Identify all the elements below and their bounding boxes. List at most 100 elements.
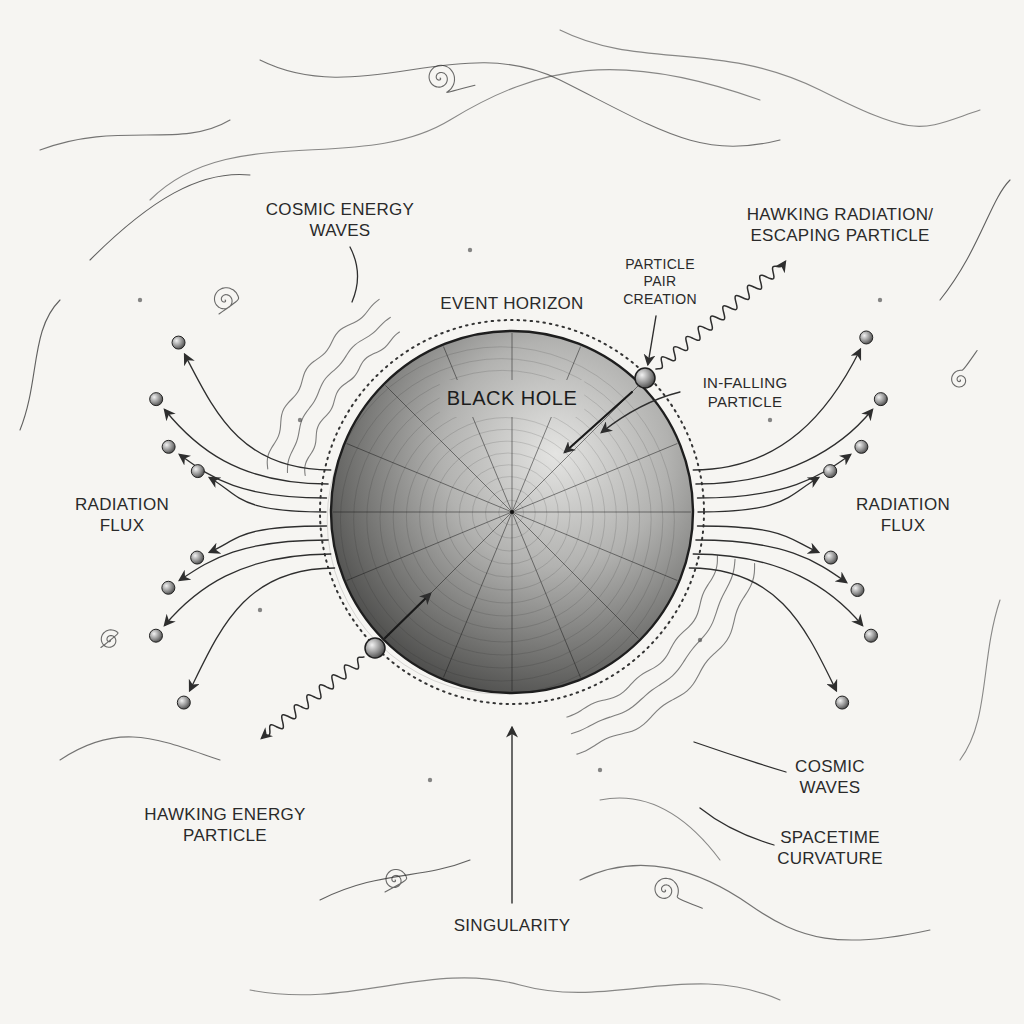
leader-line: [602, 392, 680, 432]
label-box: RADIATION FLUX: [844, 494, 962, 537]
label-box: HAWKING ENERGY PARTICLE: [135, 804, 315, 847]
flux-line: [165, 410, 328, 484]
cosmic-waves: [20, 30, 1010, 1000]
flux-particle: [191, 465, 204, 478]
flux-line: [689, 568, 836, 690]
event-horizon-ring: [320, 320, 704, 704]
flux-line: [696, 410, 872, 484]
flux-particle: [855, 440, 868, 453]
flow-line: [600, 798, 720, 860]
radiation-flux: [149, 331, 887, 709]
flux-particle: [177, 696, 190, 709]
label-box: IN-FALLING PARTICLE: [686, 374, 804, 412]
flux-particle: [172, 336, 185, 349]
flux-particle: [191, 551, 204, 564]
annotation-label: COSMIC ENERGY WAVES: [250, 199, 430, 242]
speck: [698, 638, 702, 642]
label-box: COSMIC ENERGY WAVES: [250, 199, 430, 242]
label-box: HAWKING RADIATION/ ESCAPING PARTICLE: [723, 204, 958, 247]
label-box: RADIATION FLUX: [63, 494, 181, 537]
leader-line: [694, 742, 786, 772]
flux-particle: [150, 393, 163, 406]
flow-line: [960, 600, 1000, 760]
spiral-swirl: [952, 350, 977, 386]
spiral-swirl: [385, 870, 407, 892]
flow-line: [560, 30, 980, 126]
annotation-label: SPACETIME CURVATURE: [765, 827, 895, 870]
hawking-particle: [635, 368, 655, 388]
annotation-label: RADIATION FLUX: [63, 494, 181, 537]
black-hole-sphere: BLACK HOLE: [330, 330, 694, 694]
annotation-label: EVENT HORIZON: [412, 293, 612, 314]
sphere-outline: [330, 330, 694, 694]
leader-line: [511, 728, 512, 903]
particle-overlay: [262, 262, 785, 903]
spiral-swirl: [214, 288, 238, 314]
node-title: BLACK HOLE: [447, 386, 578, 411]
flux-line: [697, 455, 850, 498]
speck: [138, 298, 142, 302]
flux-line: [698, 478, 818, 512]
label-box: PARTICLE PAIR CREATION: [614, 256, 706, 309]
spiral-swirl: [429, 65, 475, 92]
flow-line: [260, 60, 780, 146]
flux-particle: [824, 551, 837, 564]
flux-line: [185, 355, 331, 470]
flux-particle: [162, 440, 175, 453]
speck: [878, 298, 882, 302]
flow-line: [940, 180, 1010, 300]
speck: [298, 418, 302, 422]
flow-line: [60, 737, 220, 760]
flow-line: [580, 865, 930, 940]
flux-particle: [836, 696, 849, 709]
annotation-label: SINGULARITY: [427, 915, 597, 936]
radiation-wave: [262, 657, 364, 738]
flow-line: [250, 978, 780, 1000]
flux-line: [696, 540, 846, 582]
speck: [768, 418, 772, 422]
sphere-texture: [327, 333, 691, 694]
flux-line: [210, 478, 326, 512]
label-box: SPACETIME CURVATURE: [765, 827, 895, 870]
speck: [258, 608, 262, 612]
infall-arrow: [385, 594, 430, 638]
flux-particle: [162, 581, 175, 594]
speck: [468, 248, 472, 252]
flow-line: [20, 300, 60, 430]
hawking-particle: [365, 638, 385, 658]
flux-line: [180, 455, 327, 498]
flux-particle: [860, 331, 873, 344]
flux-particle: [874, 393, 887, 406]
spiral-swirl: [101, 630, 118, 648]
flux-line: [693, 554, 862, 625]
flux-particle: [865, 629, 878, 642]
annotation-label: RADIATION FLUX: [844, 494, 962, 537]
flow-line: [90, 174, 250, 260]
flow-line: [320, 860, 470, 900]
flux-line: [165, 554, 331, 625]
sphere-body: [331, 331, 693, 693]
flux-line: [697, 526, 818, 552]
speck: [598, 768, 602, 772]
flow-line: [150, 70, 760, 200]
flow-line: [40, 120, 230, 150]
label-box: SINGULARITY: [427, 915, 597, 936]
flux-line: [180, 540, 328, 580]
annotation-label: COSMIC WAVES: [778, 756, 883, 799]
label-box: COSMIC WAVES: [778, 756, 883, 799]
label-box: EVENT HORIZON: [412, 293, 612, 314]
leader-line: [350, 247, 358, 302]
flux-line: [210, 526, 327, 552]
flux-particle: [824, 465, 837, 478]
leader-line: [700, 808, 774, 845]
annotation-label: IN-FALLING PARTICLE: [686, 374, 804, 412]
flux-particle: [851, 584, 864, 597]
spiral-swirl: [655, 878, 702, 908]
speck: [428, 778, 432, 782]
annotation-label: HAWKING RADIATION/ ESCAPING PARTICLE: [723, 204, 958, 247]
flux-line: [190, 568, 335, 690]
flux-particle: [149, 629, 162, 642]
annotation-label: PARTICLE PAIR CREATION: [614, 256, 706, 309]
annotation-label: HAWKING ENERGY PARTICLE: [135, 804, 315, 847]
